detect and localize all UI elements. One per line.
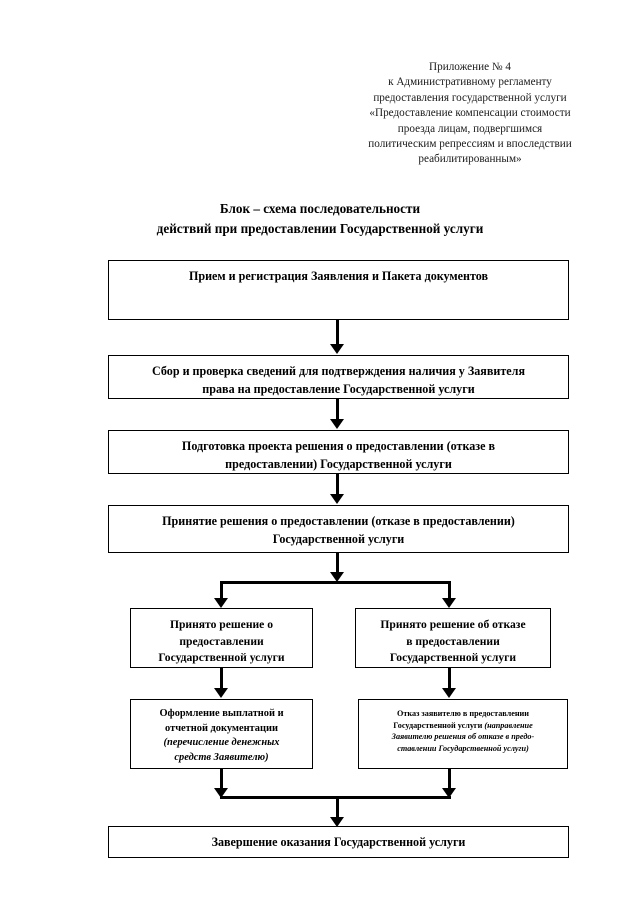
connector-arrow-right-1: [442, 688, 456, 698]
flow-box-decision-line-2: Государственной услуги: [272, 531, 405, 546]
split-left-drop: [220, 581, 223, 600]
split-bar: [220, 581, 451, 584]
connector-line-2: [336, 399, 339, 421]
flow-box-decision-refused-line-3: Государственной услуги: [389, 651, 517, 664]
flow-box-draft-decision: Подготовка проекта решения о предоставле…: [108, 430, 569, 474]
flow-box-refusal-notice: Отказ заявителю в предоставлении Государ…: [358, 699, 568, 769]
flow-box-payment-documents-line-1: Оформление выплатной и: [159, 708, 284, 719]
flow-box-payment-documents-line-3: (перечисление денежных: [163, 737, 280, 749]
connector-line-left-1: [220, 668, 223, 690]
flow-box-refusal-notice-line-3: Заявителю решения об отказе в предо-: [391, 732, 535, 742]
flow-box-decision-approved-line-2: предоставлении: [179, 634, 264, 648]
flow-box-completion-line-1: Завершение оказания Государственной услу…: [211, 835, 466, 849]
flow-box-refusal-notice-line-2: Государственной услуги (направление: [359, 720, 567, 732]
flow-box-completion: Завершение оказания Государственной услу…: [108, 826, 569, 858]
flow-box-verification-line-1: Сбор и проверка сведений для подтвержден…: [152, 364, 525, 378]
flow-box-decision-approved-line-3: Государственной услуги: [158, 651, 285, 664]
flow-box-decision-approved: Принято решение о предоставлении Государ…: [130, 608, 313, 668]
flow-box-verification-line-2: права на предоставление Государственной …: [202, 381, 475, 396]
split-right-drop: [448, 581, 451, 600]
page-title-line-2: действий при предоставлении Государствен…: [156, 221, 484, 236]
merge-right-drop: [448, 769, 451, 791]
connector-line-3: [336, 474, 339, 496]
merge-left-arrow: [214, 788, 228, 798]
page-title-line-1: Блок – схема последовательности: [219, 201, 421, 216]
connector-arrow-2: [330, 419, 344, 429]
split-left-arrow: [214, 598, 228, 608]
page-title: Блок – схема последовательности действий…: [70, 199, 570, 239]
split-stem-line: [336, 553, 339, 575]
connector-arrow-left-1: [214, 688, 228, 698]
appendix-line-1: Приложение № 4: [429, 61, 511, 73]
merge-right-arrow: [442, 788, 456, 798]
flow-box-payment-documents-line-2: отчетной документации: [165, 722, 278, 734]
flow-box-decision-line-1: Принятие решения о предоставлении (отказ…: [162, 514, 515, 528]
flow-box-refusal-notice-line-4: ставлении Государственной услуги): [397, 743, 529, 753]
appendix-line-5: проезда лицам, подвергшимся: [397, 122, 543, 135]
split-right-arrow: [442, 598, 456, 608]
split-stem-arrow: [330, 572, 344, 582]
flow-box-refusal-notice-line-2-italic: (направление: [484, 720, 533, 730]
flow-box-decision-approved-line-1: Принято решение о: [169, 618, 274, 631]
appendix-line-7: реабилитированным»: [418, 153, 522, 166]
flow-box-refusal-notice-line-2-plain: Государственной услуги: [393, 720, 485, 730]
flow-box-verification: Сбор и проверка сведений для подтвержден…: [108, 355, 569, 399]
merge-bar: [220, 796, 451, 799]
appendix-line-2: к Административному регламенту: [388, 76, 552, 89]
flow-box-decision-refused-line-2: в предоставлении: [406, 634, 500, 648]
connector-arrow-3: [330, 494, 344, 504]
flow-box-payment-documents: Оформление выплатной и отчетной документ…: [130, 699, 313, 769]
appendix-header: Приложение № 4 к Административному регла…: [338, 60, 602, 168]
appendix-line-4: «Предоставление компенсации стоимости: [369, 107, 571, 120]
flow-box-draft-decision-line-1: Подготовка проекта решения о предоставле…: [181, 439, 496, 453]
flow-box-intake-line-1: Прием и регистрация Заявления и Пакета д…: [188, 269, 489, 283]
flow-box-decision-refused: Принято решение об отказе в предоставлен…: [355, 608, 551, 668]
flow-box-decision-refused-line-1: Принято решение об отказе: [380, 618, 526, 631]
flow-box-payment-documents-line-4: средств Заявителю): [174, 751, 269, 763]
merge-stem-arrow: [330, 817, 344, 827]
flow-box-refusal-notice-line-1: Отказ заявителю в предоставлении: [397, 709, 529, 718]
merge-left-drop: [220, 769, 223, 791]
connector-line-right-1: [448, 668, 451, 690]
appendix-line-3: предоставления государственной услуги: [373, 91, 567, 104]
appendix-line-6: политическим репрессиям и впоследствии: [368, 138, 572, 151]
flow-box-draft-decision-line-2: предоставлении) Государственной услуги: [225, 456, 452, 471]
connector-arrow-1: [330, 344, 344, 354]
flow-box-intake: Прием и регистрация Заявления и Пакета д…: [108, 260, 569, 320]
connector-line-1: [336, 320, 339, 346]
flow-box-decision: Принятие решения о предоставлении (отказ…: [108, 505, 569, 553]
merge-stem-line: [336, 796, 339, 819]
